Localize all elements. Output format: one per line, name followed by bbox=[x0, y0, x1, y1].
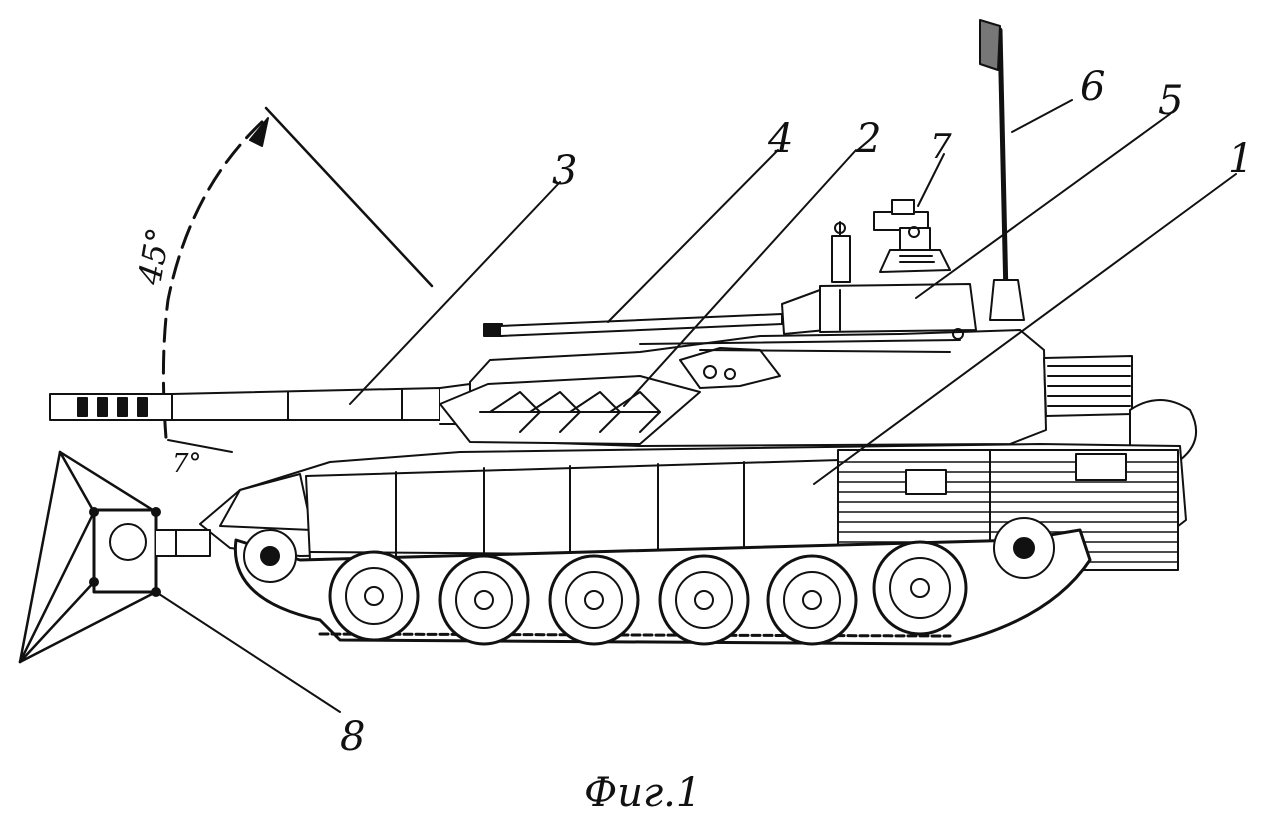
leader-8 bbox=[155, 591, 341, 713]
callout-5: 5 bbox=[1158, 78, 1183, 124]
figure-caption: Фиг.1 bbox=[584, 770, 701, 816]
front-device bbox=[18, 450, 211, 664]
callout-6: 6 bbox=[1080, 64, 1105, 110]
angle-up-label: 45° bbox=[130, 225, 177, 288]
angle-down-label: 7° bbox=[172, 449, 202, 479]
antenna bbox=[979, 19, 1025, 321]
leader-6 bbox=[1011, 99, 1073, 133]
callout-7: 7 bbox=[930, 127, 952, 167]
leader-1 bbox=[813, 173, 1237, 485]
road-wheels bbox=[328, 540, 968, 646]
leader-7 bbox=[917, 153, 945, 207]
turret bbox=[439, 283, 1047, 447]
max-elevation-line bbox=[264, 106, 434, 288]
callout-4: 4 bbox=[767, 116, 793, 162]
depression-line bbox=[167, 439, 233, 453]
arc-arrowhead-icon bbox=[249, 117, 269, 147]
callout-3: 3 bbox=[552, 148, 577, 194]
elevation-angle-indicator bbox=[161, 106, 434, 453]
leader-5 bbox=[915, 113, 1171, 299]
callout-1: 1 bbox=[1228, 136, 1253, 182]
leader-4 bbox=[607, 149, 779, 323]
hull bbox=[199, 443, 1187, 577]
muzzle-brake bbox=[49, 393, 173, 421]
upper-weapon bbox=[483, 289, 827, 337]
commander-sight bbox=[831, 199, 951, 283]
main-gun bbox=[49, 383, 471, 425]
leader-3 bbox=[349, 181, 561, 405]
front-device-housing bbox=[92, 508, 158, 594]
antenna-flag-icon bbox=[979, 19, 1001, 71]
elevation-arc bbox=[161, 120, 264, 440]
track-assembly bbox=[233, 517, 1092, 646]
callout-8: 8 bbox=[340, 714, 365, 760]
leader-2 bbox=[623, 149, 857, 407]
callout-labels: 1 2 3 4 5 6 7 8 45° 7° Фиг.1 bbox=[130, 64, 1253, 816]
callout-2: 2 bbox=[855, 116, 881, 162]
gun-barrel bbox=[171, 387, 441, 421]
leader-lines bbox=[155, 99, 1237, 713]
